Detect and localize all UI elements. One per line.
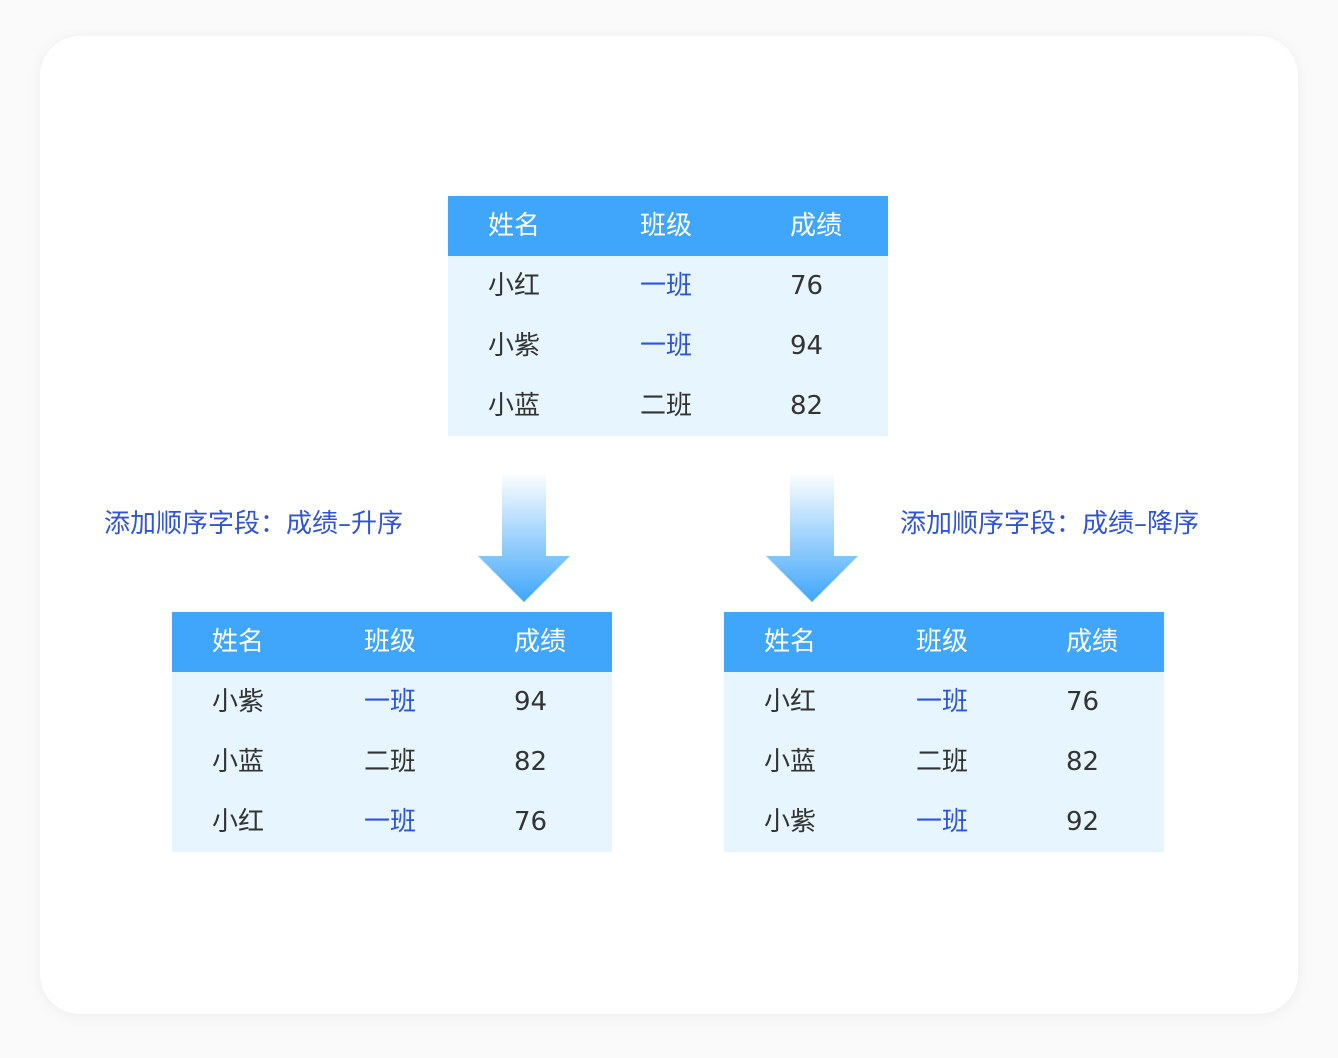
- cell-name: 小红: [488, 271, 541, 301]
- cell-class: 二班: [640, 391, 693, 421]
- cell-name: 小蓝: [488, 391, 541, 421]
- ascending-table: 姓名 班级 成绩 小紫 一班 94 小蓝 二班 82 小红 一班 76: [172, 612, 612, 852]
- table-row: 小红 一班 76: [172, 792, 612, 852]
- cell-score: 94: [514, 687, 548, 717]
- cell-score: 82: [1066, 747, 1100, 777]
- table-row: 小蓝 二班 82: [448, 376, 888, 436]
- header-class: 班级: [364, 627, 417, 657]
- descending-label: 添加顺序字段：成绩–降序: [900, 509, 1200, 539]
- header-name: 姓名: [764, 627, 817, 657]
- table-row: 小红 一班 76: [448, 256, 888, 316]
- descending-table: 姓名 班级 成绩 小红 一班 76 小蓝 二班 82 小紫 一班 92: [724, 612, 1164, 852]
- header-score: 成绩: [790, 211, 843, 241]
- cell-score: 82: [790, 391, 824, 421]
- cell-score: 76: [514, 807, 548, 837]
- cell-name: 小紫: [212, 687, 265, 717]
- down-arrow-left-icon: [478, 472, 570, 602]
- cell-score: 82: [514, 747, 548, 777]
- cell-class: 一班: [364, 807, 417, 837]
- table-header: 姓名 班级 成绩: [724, 612, 1164, 672]
- header-name: 姓名: [212, 627, 265, 657]
- cell-name: 小紫: [764, 807, 817, 837]
- cell-name: 小红: [212, 807, 265, 837]
- source-table: 姓名 班级 成绩 小红 一班 76 小紫 一班 94 小蓝 二班 82: [448, 196, 888, 436]
- table-row: 小蓝 二班 82: [172, 732, 612, 792]
- ascending-label: 添加顺序字段：成绩–升序: [104, 509, 404, 539]
- cell-class: 一班: [916, 807, 969, 837]
- cell-score: 92: [1066, 807, 1100, 837]
- header-score: 成绩: [1066, 627, 1119, 657]
- cell-class: 一班: [640, 331, 693, 361]
- table-row: 小红 一班 76: [724, 672, 1164, 732]
- cell-class: 二班: [916, 747, 969, 777]
- table-row: 小紫 一班 92: [724, 792, 1164, 852]
- header-class: 班级: [916, 627, 969, 657]
- table-row: 小紫 一班 94: [448, 316, 888, 376]
- cell-name: 小紫: [488, 331, 541, 361]
- cell-score: 76: [1066, 687, 1100, 717]
- cell-name: 小蓝: [212, 747, 265, 777]
- cell-class: 一班: [640, 271, 693, 301]
- cell-class: 一班: [916, 687, 969, 717]
- cell-name: 小红: [764, 687, 817, 717]
- cell-name: 小蓝: [764, 747, 817, 777]
- cell-score: 76: [790, 271, 824, 301]
- table-row: 小蓝 二班 82: [724, 732, 1164, 792]
- table-row: 小紫 一班 94: [172, 672, 612, 732]
- cell-class: 二班: [364, 747, 417, 777]
- down-arrow-right-icon: [766, 472, 858, 602]
- cell-class: 一班: [364, 687, 417, 717]
- header-score: 成绩: [514, 627, 567, 657]
- header-class: 班级: [640, 211, 693, 241]
- table-header: 姓名 班级 成绩: [172, 612, 612, 672]
- table-header: 姓名 班级 成绩: [448, 196, 888, 256]
- header-name: 姓名: [488, 211, 541, 241]
- cell-score: 94: [790, 331, 824, 361]
